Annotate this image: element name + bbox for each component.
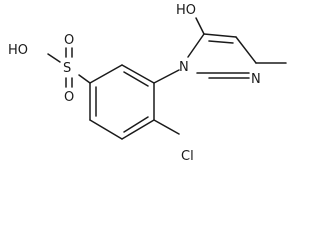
bond <box>187 33 205 58</box>
sulfur-label: S <box>63 61 71 76</box>
bond <box>203 33 237 38</box>
bond <box>78 74 91 84</box>
nitrogen-1-label: N <box>179 60 189 75</box>
pyrazole-ring: N N <box>153 33 261 87</box>
bond <box>121 64 155 84</box>
aromatic-inner-bond <box>123 71 149 87</box>
bond <box>89 119 123 140</box>
oxygen-bottom-label: O <box>64 90 74 105</box>
sulfonic-ho-label: HO <box>8 43 28 58</box>
nitrogen-2-label: N <box>251 72 261 87</box>
chloro-group: Cl <box>153 119 194 164</box>
bond <box>121 119 155 140</box>
bond <box>47 53 61 63</box>
sulfonic-acid-group: HO S O O <box>8 33 91 105</box>
double-bond <box>208 40 234 44</box>
aromatic-inner-bond <box>123 116 149 133</box>
bond <box>235 36 257 64</box>
benzene-ring <box>89 64 155 140</box>
oxygen-top-label: O <box>64 33 74 48</box>
hydroxyl-group: HO <box>176 3 205 35</box>
chlorine-label: Cl <box>181 149 194 164</box>
pyrazole-ho-label: HO <box>176 3 196 18</box>
bond <box>153 69 180 84</box>
bond <box>195 17 205 35</box>
bond <box>89 64 123 84</box>
chemical-structure: HO S O O N N HO Cl <box>8 3 287 164</box>
bond <box>153 119 180 135</box>
